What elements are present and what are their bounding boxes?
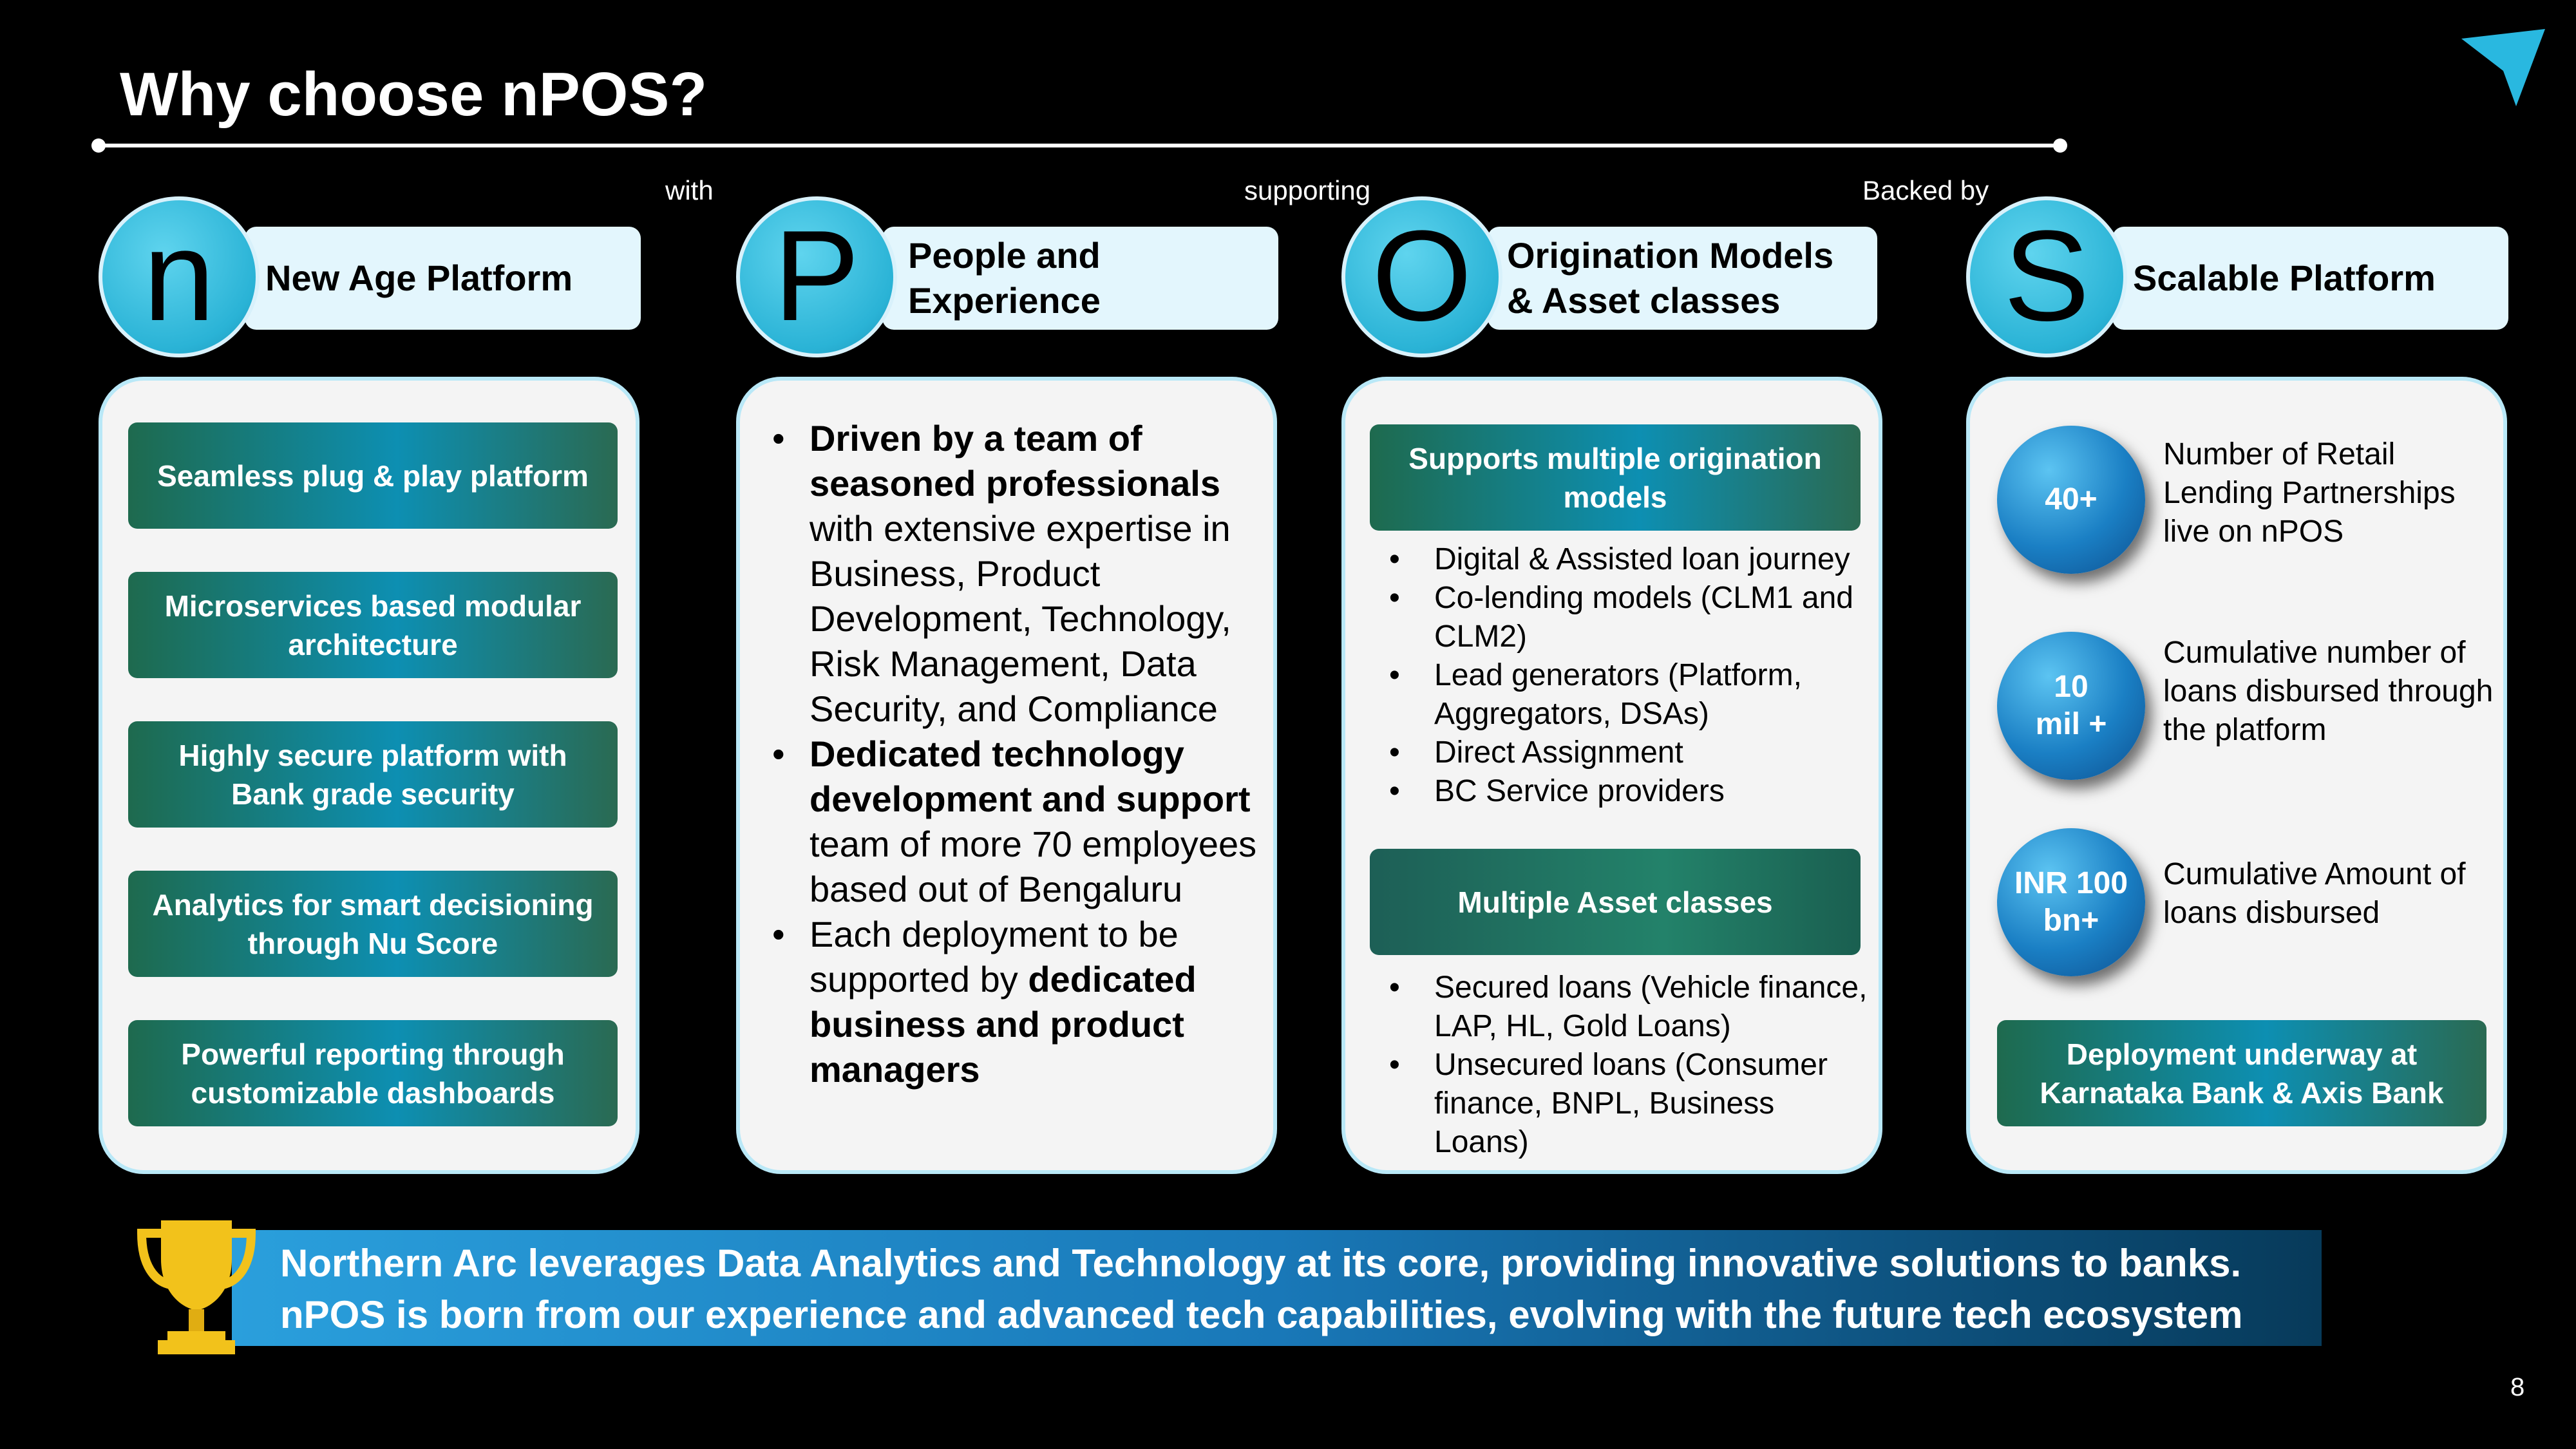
tab-new-age-platform: New Age Platform [245, 227, 641, 330]
connector-backed-by: Backed by [1862, 175, 1989, 205]
letter-p-circle: P [736, 196, 897, 357]
bold-text: Dedicated technology development and sup… [810, 734, 1251, 819]
list-item: Lead generators (Platform, Aggregators, … [1370, 656, 1872, 734]
text: team of more 70 employees based out of B… [810, 824, 1257, 909]
stat-value: 40+ [2045, 482, 2098, 516]
stat-description: Cumulative Amount of loans disbursed [2163, 857, 2466, 930]
list-item: Dedicated technology development and sup… [771, 732, 1273, 912]
underline-dot-right [2053, 138, 2067, 153]
feature-box: Microservices based modular architecture [128, 572, 618, 678]
stat-description: Cumulative number of loans disbursed thr… [2163, 636, 2494, 747]
tab-scalable-platform: Scalable Platform [2112, 227, 2508, 330]
trophy-icon [137, 1220, 256, 1354]
feature-box: Analytics for smart decisioning through … [128, 871, 618, 977]
connector-with: with [665, 175, 714, 205]
stat-unit: bn+ [2043, 904, 2099, 938]
letter-o-circle: O [1341, 196, 1502, 357]
letter-n-circle: n [99, 196, 260, 357]
page-title: Why choose nPOS? [120, 60, 708, 129]
text: with extensive expertise in Business, Pr… [810, 508, 1231, 729]
list-item: BC Service providers [1370, 772, 1872, 811]
feature-box: Powerful reporting through customizable … [128, 1020, 618, 1126]
list-item: Digital & Assisted loan journey [1370, 540, 1872, 579]
asset-classes-header: Multiple Asset classes [1370, 849, 1861, 955]
card-new-age-platform: Seamless plug & play platform Microservi… [99, 377, 639, 1174]
list-item: Unsecured loans (Consumer finance, BNPL,… [1370, 1046, 1872, 1162]
underline-dot-left [91, 138, 106, 153]
tab-origination-models: Origination Models & Asset classes [1488, 227, 1877, 330]
list-item: Direct Assignment [1370, 734, 1872, 772]
tab-people-experience: People and Experience [882, 227, 1278, 330]
feature-box: Highly secure platform with Bank grade s… [128, 721, 618, 828]
tab-label: Origination Models & Asset classes [1507, 235, 1834, 321]
stat-circle: 10 mil + [1997, 632, 2145, 780]
stat-value: 10 [2054, 670, 2088, 704]
bold-text: Driven by a team of seasoned professiona… [810, 418, 1221, 504]
stat-value: INR 100 [2014, 866, 2128, 900]
banner-line-1: Northern Arc leverages Data Analytics an… [280, 1242, 2242, 1285]
card-scalable-platform: 40+ Number of Retail Lending Partnership… [1966, 377, 2507, 1174]
list-item: Secured loans (Vehicle finance, LAP, HL,… [1370, 969, 1872, 1046]
card-people-experience: Driven by a team of seasoned professiona… [736, 377, 1277, 1174]
banner-line-2: nPOS is born from our experience and adv… [280, 1293, 2243, 1336]
letter-s-circle: S [1966, 196, 2127, 357]
tab-label: New Age Platform [265, 258, 573, 298]
text: Each deployment to be supported by [810, 914, 1179, 999]
bold-text: dedicated business and product managers [810, 959, 1197, 1090]
stat-circle: INR 100 bn+ [1997, 828, 2145, 976]
origination-models-list: Digital & Assisted loan journey Co-lendi… [1370, 540, 1872, 811]
list-item: Co-lending models (CLM1 and CLM2) [1370, 579, 1872, 656]
list-item: Driven by a team of seasoned professiona… [771, 416, 1273, 732]
list-item: Each deployment to be supported by dedic… [771, 912, 1273, 1092]
origination-models-header: Supports multiple origination models [1370, 424, 1861, 531]
people-list: Driven by a team of seasoned professiona… [771, 416, 1273, 1092]
title-underline [97, 144, 2062, 147]
deployment-box: Deployment underway at Karnataka Bank & … [1997, 1020, 2486, 1126]
asset-classes-list: Secured loans (Vehicle finance, LAP, HL,… [1370, 969, 1872, 1162]
stat-circle: 40+ [1997, 426, 2145, 574]
tab-label: Scalable Platform [2133, 258, 2436, 298]
arrow-cursor-icon [2461, 29, 2545, 106]
feature-box: Seamless plug & play platform [128, 422, 618, 529]
stat-description: Number of Retail Lending Partnerships li… [2163, 437, 2456, 549]
tab-label: People and Experience [908, 235, 1101, 321]
card-origination: Supports multiple origination models Dig… [1341, 377, 1882, 1174]
connector-supporting: supporting [1244, 175, 1371, 205]
page-number: 8 [2510, 1373, 2525, 1401]
bottom-banner: Northern Arc leverages Data Analytics an… [232, 1230, 2322, 1346]
stat-unit: mil + [2035, 707, 2107, 741]
